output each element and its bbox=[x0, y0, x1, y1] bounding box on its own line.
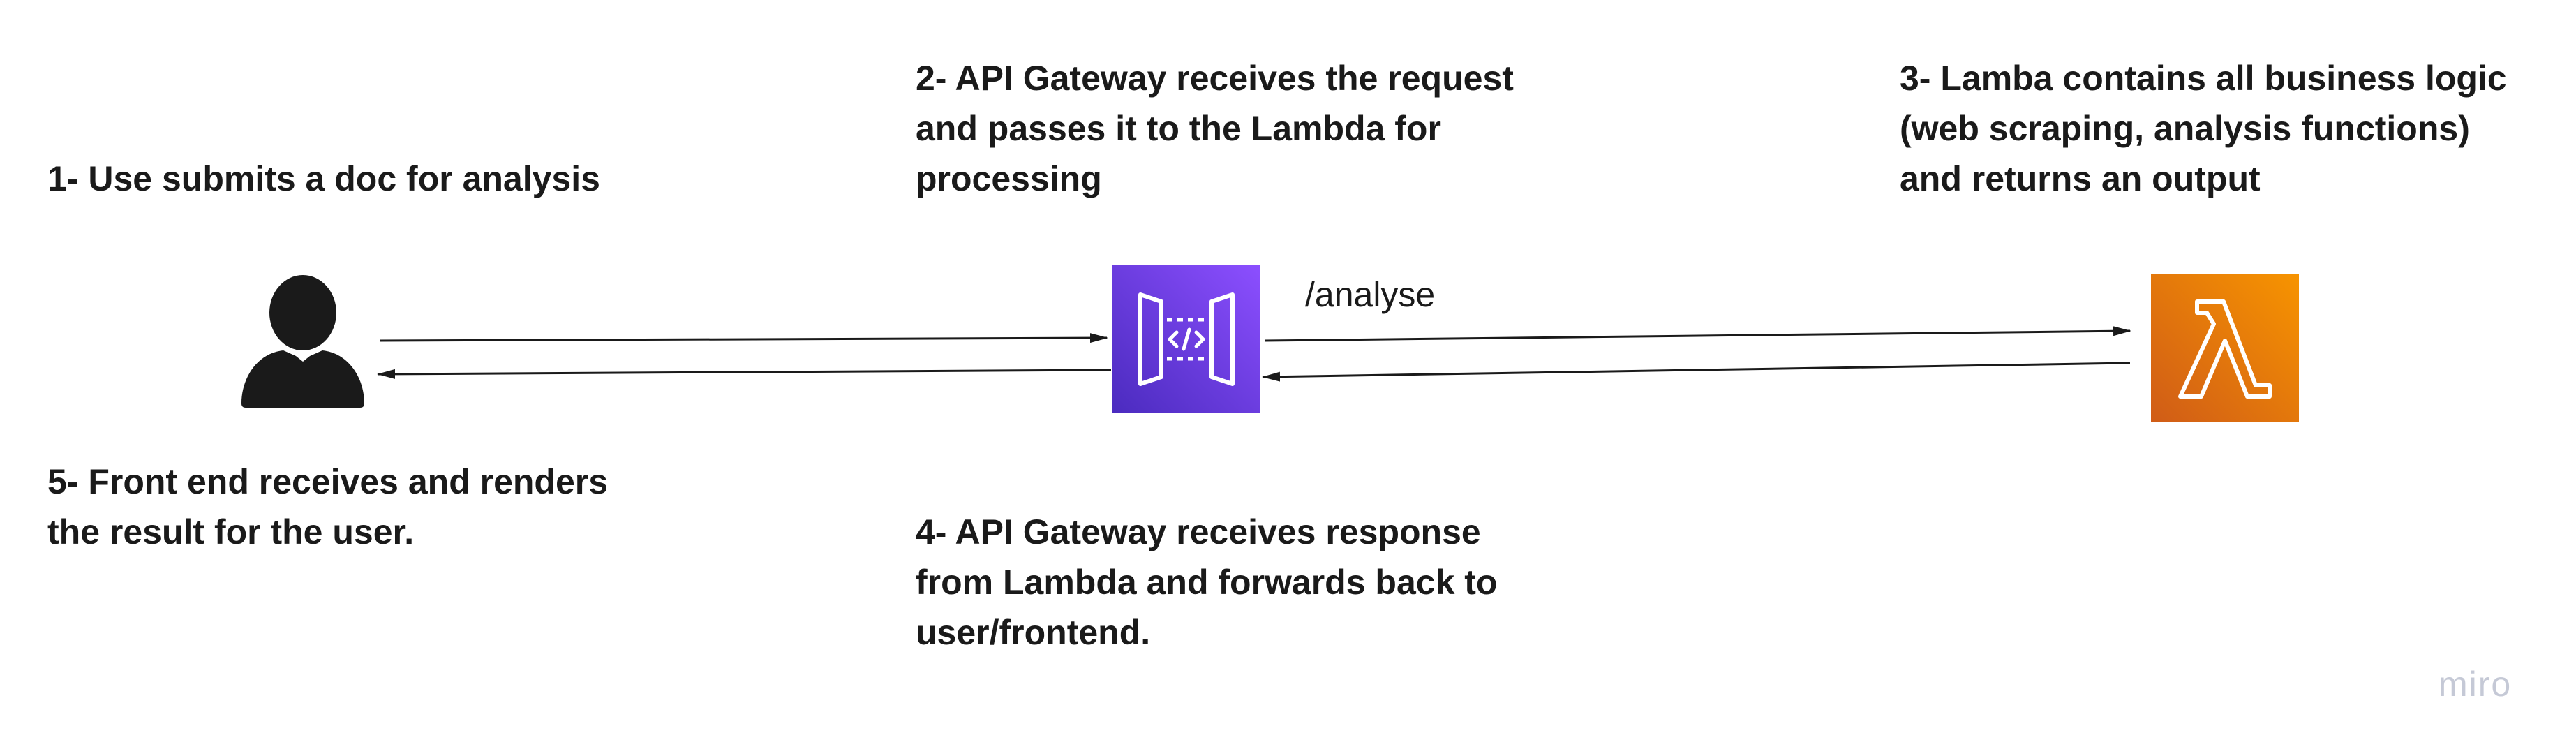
step-4-label: 4- API Gateway receives response from La… bbox=[916, 512, 1498, 652]
arrow-api-gateway-to-lambda bbox=[1264, 326, 2131, 342]
user-icon bbox=[229, 267, 377, 415]
api-gateway-node bbox=[1112, 265, 1260, 413]
user-node bbox=[229, 267, 377, 415]
step-1-label: 1- Use submits a doc for analysis bbox=[47, 159, 600, 198]
api-gateway-icon bbox=[1112, 265, 1260, 413]
miro-watermark: miro bbox=[2439, 665, 2512, 704]
lambda-icon bbox=[2151, 274, 2299, 422]
arrow-lambda-to-api-gateway bbox=[1262, 362, 2131, 382]
step-2-label: 2- API Gateway receives the request and … bbox=[916, 59, 1514, 198]
lambda-node bbox=[2151, 274, 2299, 422]
arrow-api-gateway-to-user bbox=[377, 369, 1112, 379]
step-3-label: 3- Lamba contains all business logic (we… bbox=[1900, 59, 2507, 198]
route-label: /analyse bbox=[1305, 275, 1436, 314]
arrow-user-to-api-gateway bbox=[379, 333, 1108, 343]
step-5-label: 5- Front end receives and renders the re… bbox=[47, 462, 609, 551]
